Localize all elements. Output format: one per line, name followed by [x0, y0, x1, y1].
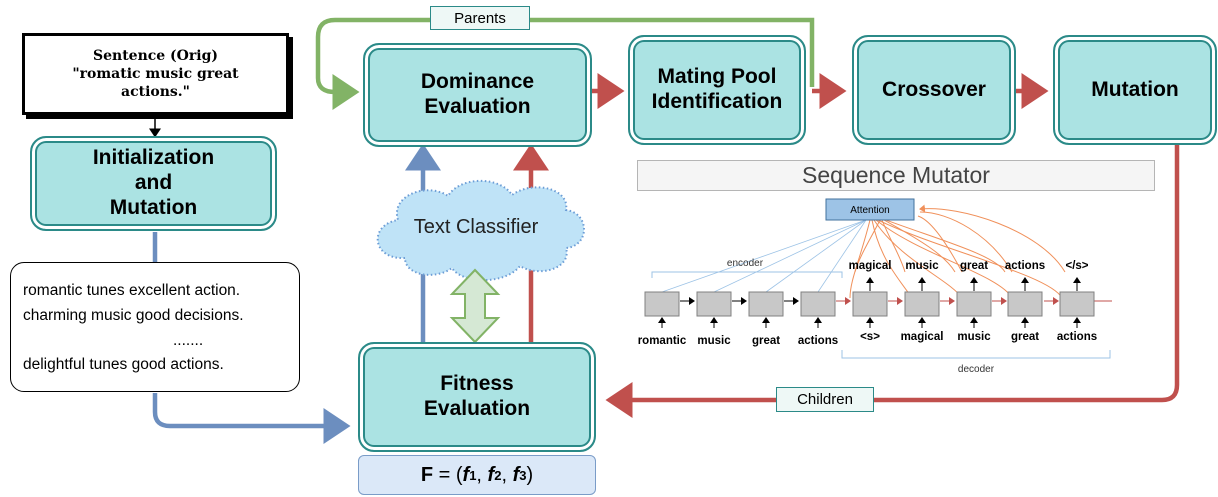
fitness-close: ) [526, 463, 534, 486]
candidate-sentences-box: romantic tunes excellent action. charmin… [10, 262, 300, 392]
decoder-output-label: music [905, 260, 939, 272]
crossover-box: Crossover [852, 35, 1016, 145]
decoder-output-label: magical [849, 260, 892, 272]
candidate-ellipsis: ....... [173, 331, 204, 349]
sequence-mutator-title-label: Sequence Mutator [802, 162, 990, 188]
mating-pool-label: Mating Pool Identification [651, 65, 783, 113]
mating-pool-box: Mating Pool Identification [628, 35, 806, 145]
fitness-sub2: 2 [494, 467, 502, 483]
decoder-input-label: magical [901, 331, 944, 343]
seq2seq-diagram [644, 198, 1112, 359]
encoder-input-label: romantic [638, 335, 687, 347]
initialization-mutation-label: Initialization and Mutation [92, 146, 215, 219]
fitness-f3: f [512, 463, 520, 486]
parents-tag-label: Parents [454, 9, 506, 27]
decoder-label: decoder [958, 364, 995, 375]
fitness-evaluation-label: Fitness Evaluation [423, 372, 531, 420]
encoder-input-label: music [697, 335, 731, 347]
decoder-output-label: actions [1005, 260, 1045, 272]
mutation-to-fitness-arrow [605, 145, 1180, 418]
decoder-input-label: great [1011, 331, 1039, 343]
fitness-sep2: , [501, 463, 513, 486]
fitness-f2: f [487, 463, 495, 486]
decoder-output-label: great [960, 260, 988, 272]
candidate-sentence: delightful tunes good actions. [23, 356, 224, 374]
fitness-eq: = ( [433, 463, 463, 486]
decoder-input-label: music [957, 331, 991, 343]
initialization-mutation-box: Initialization and Mutation [30, 136, 277, 231]
parents-tag: Parents [430, 6, 530, 30]
encoder-label: encoder [727, 258, 764, 269]
parents-loop-arrow [315, 17, 815, 110]
dominance-evaluation-label: Dominance Evaluation [420, 70, 535, 118]
mutation-label: Mutation [1091, 77, 1179, 101]
fitness-f1: f [462, 463, 470, 486]
candidate-sentence: charming music good decisions. [23, 306, 244, 324]
fitness-evaluation-box: Fitness Evaluation [358, 342, 596, 452]
fitness-sep1: , [476, 463, 488, 486]
text-classifier-label: Text Classifier [414, 216, 539, 238]
attention-label: Attention [850, 205, 889, 216]
classifier-fitness-double-arrow [449, 268, 501, 344]
original-sentence-title: Sentence (Orig) [93, 47, 218, 64]
children-tag: Children [776, 387, 874, 412]
sequence-mutator-title: Sequence Mutator [637, 160, 1155, 191]
children-tag-label: Children [797, 391, 853, 408]
decoder-input-label: <s> [860, 331, 880, 343]
crossover-label: Crossover [882, 77, 986, 101]
fitness-F: F [420, 463, 434, 486]
fitness-sub3: 3 [519, 467, 527, 483]
dominance-evaluation-box: Dominance Evaluation [363, 43, 592, 147]
decoder-input-label: actions [1057, 331, 1097, 343]
decoder-output-label: </s> [1065, 260, 1088, 272]
encoder-input-label: actions [798, 335, 838, 347]
fitness-sub1: 1 [469, 467, 477, 483]
candidates-to-fitness-arrow [152, 393, 351, 444]
original-sentence-box: Sentence (Orig) "romatic music great act… [22, 33, 289, 115]
encoder-input-label: great [752, 335, 780, 347]
original-sentence-text: "romatic music great actions." [72, 65, 239, 101]
candidate-sentence: romantic tunes excellent action. [23, 282, 241, 299]
mutation-box: Mutation [1053, 35, 1217, 145]
